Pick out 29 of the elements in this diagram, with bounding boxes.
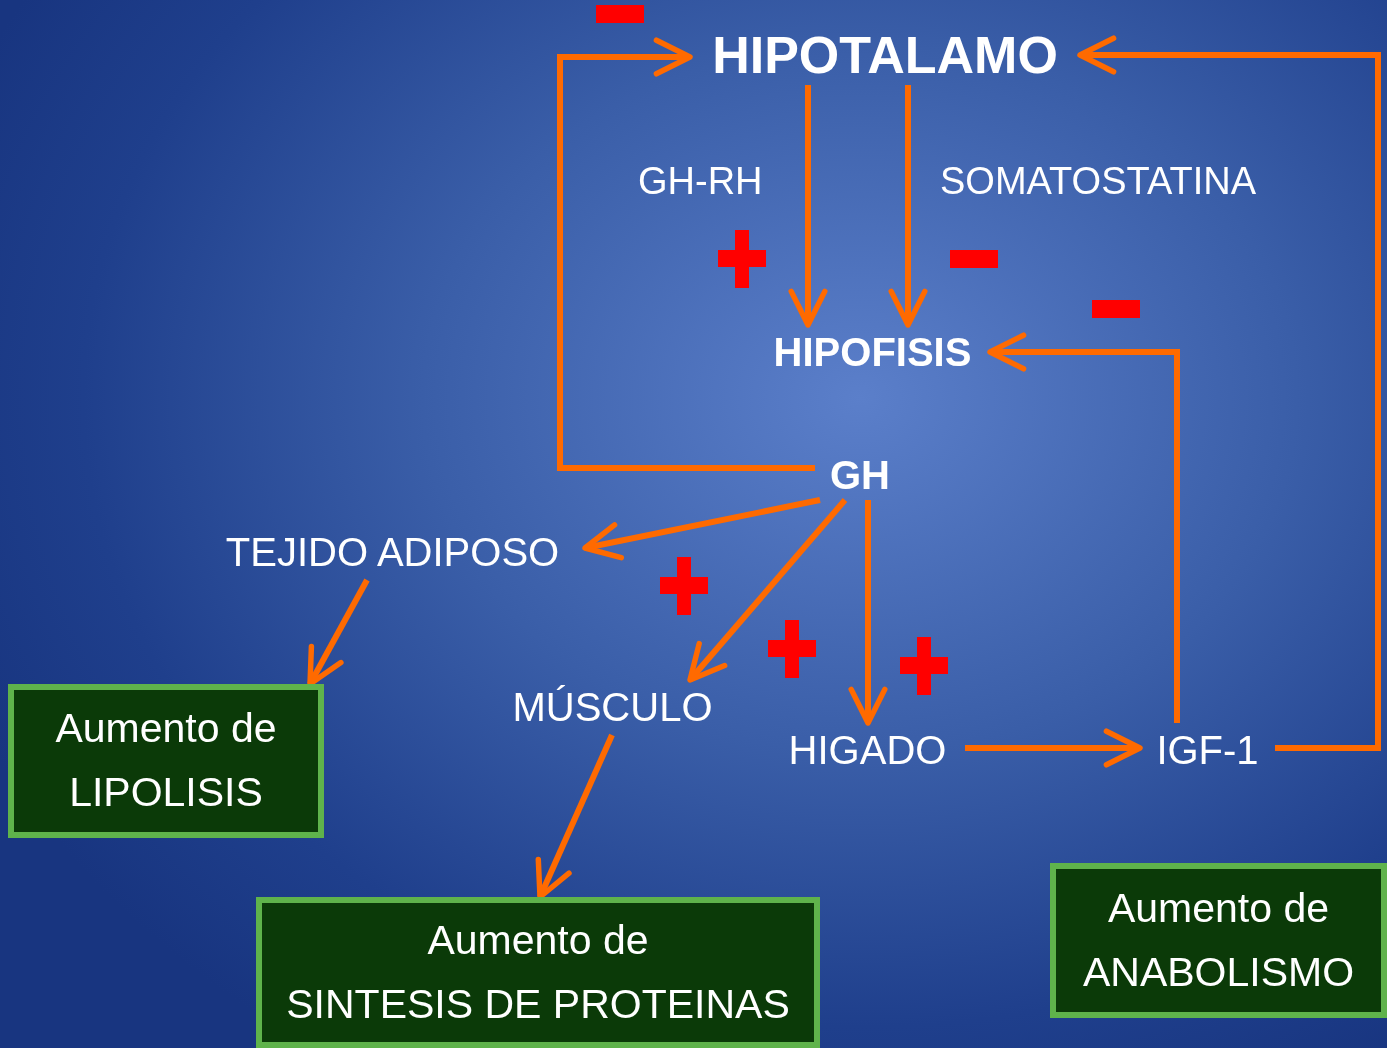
hormone-label: TEJIDO ADIPOSO [200,525,585,580]
arrow [307,578,370,687]
effect-text: SINTESIS DE PROTEINAS [286,979,790,1029]
arrow [987,332,1180,723]
effect-text: Aumento de [427,915,649,965]
hormone-label: HIPOTALAMO [690,25,1080,85]
hormone-label: HIGADO [770,723,965,778]
arrow [582,497,821,561]
arrow [1077,35,1381,751]
arrow [888,85,928,328]
effect-text: Aumento de [1107,883,1330,933]
effect-text: ANABOLISMO [1082,947,1355,997]
hormone-label: HIPOFISIS [755,325,990,380]
arrow [848,500,888,726]
arrow [965,728,1143,768]
effect-box [8,684,324,838]
effect-box [256,897,820,1048]
hormone-label: IGF-1 [1140,723,1275,778]
arrow [687,498,848,683]
arrow [535,733,615,900]
arrow [557,37,815,471]
hormone-label: MÚSCULO [495,680,730,735]
effect-text: Aumento de [55,704,277,754]
edge-label: SOMATOSTATINA [940,160,1256,203]
edge-label: GH-RH [638,160,763,203]
hormone-label: GH [815,450,905,500]
arrow [788,85,828,328]
effect-text: LIPOLISIS [69,768,263,817]
effect-box [1050,863,1387,1018]
